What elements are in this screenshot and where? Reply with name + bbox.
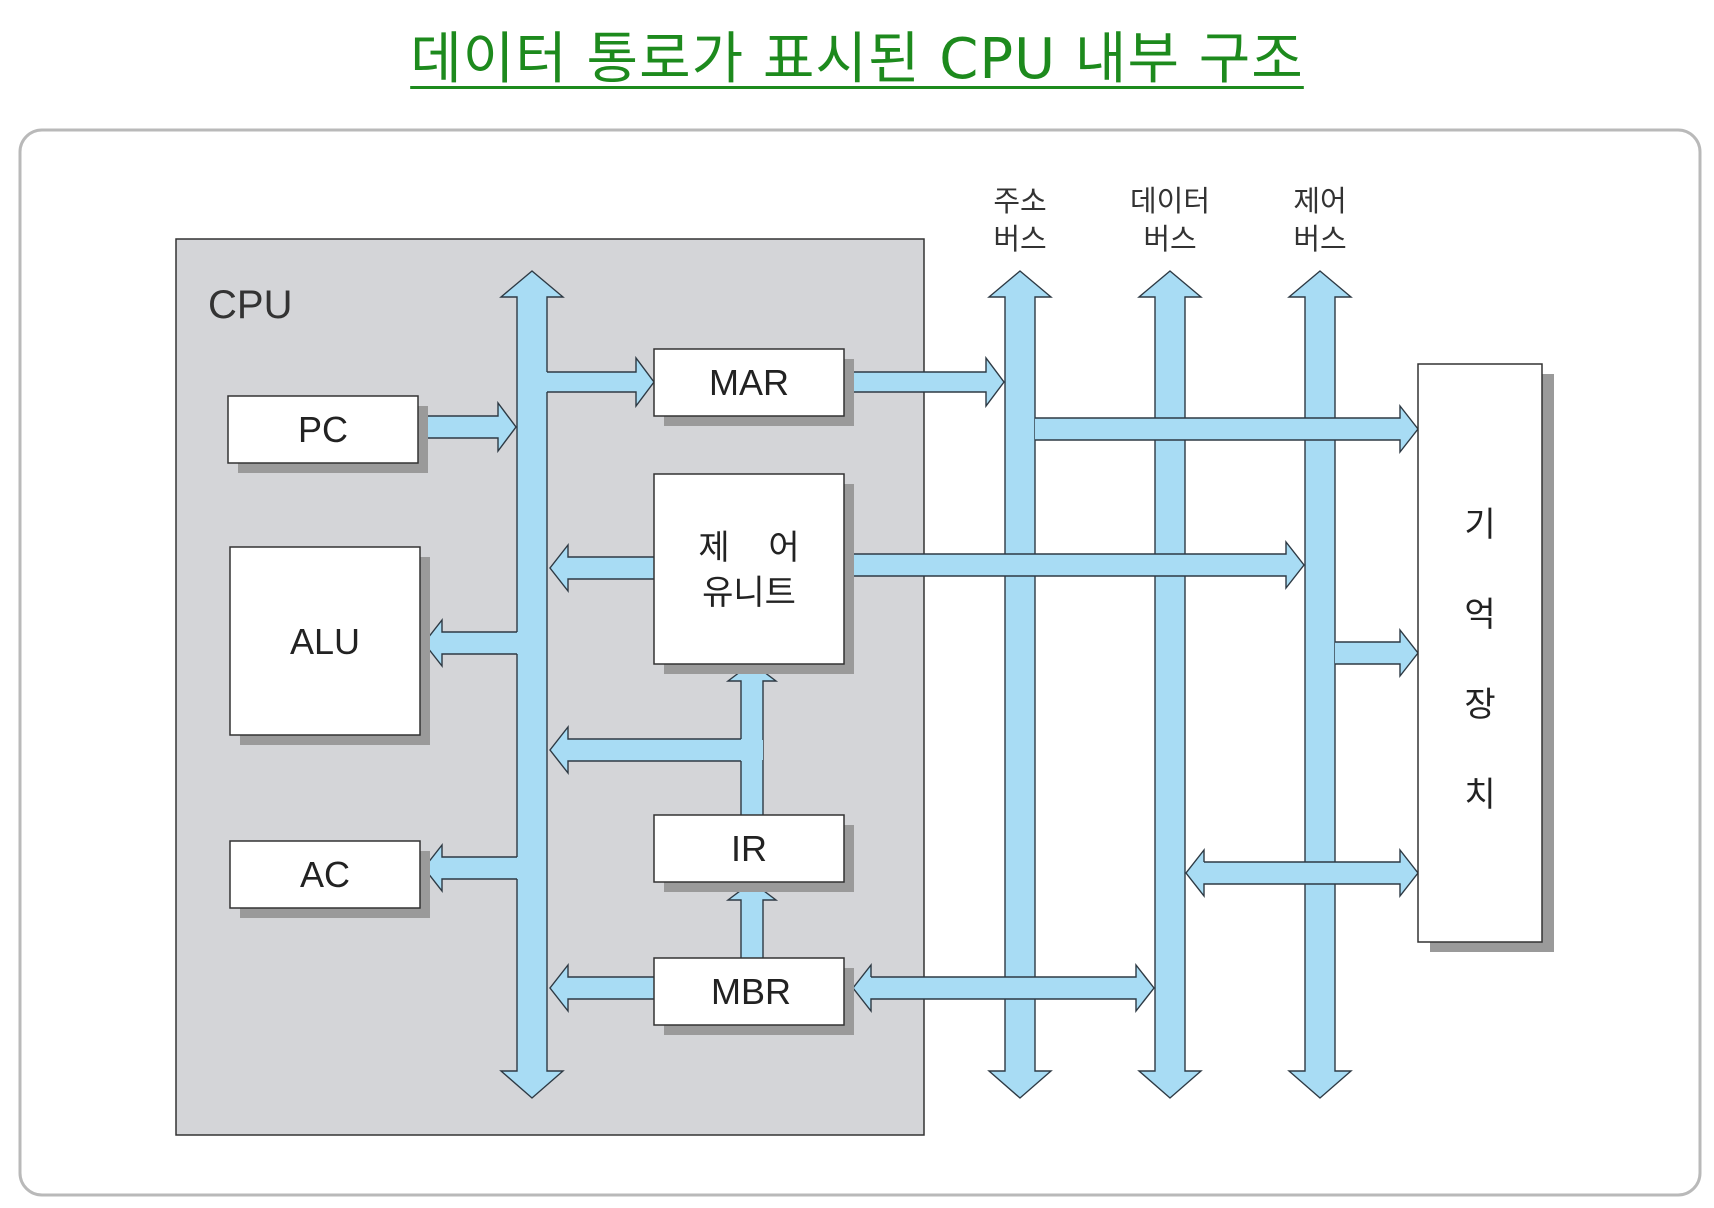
mar-to-address-bus-arrow [843,358,1004,406]
control-unit-label-1b: 어 [768,528,799,568]
pc-to-bus-arrow [417,400,517,454]
control-unit-to-control-bus-arrow [843,542,1304,588]
address-bus-arrow [987,270,1053,1099]
mbr-register [653,957,845,1026]
address-bus-to-memory-arrow [1035,406,1418,452]
mbr-label: MBR [711,971,791,1012]
data-bus-label-2: 버스 [1143,222,1196,256]
control-bus-label-1: 제어 [1293,184,1346,218]
address-bus-label-2: 버스 [993,222,1046,256]
ir-to-bus-arrow [550,727,742,773]
ir-label: IR [731,828,767,869]
bus-to-ac-arrow [424,845,518,891]
memory-unit [1417,363,1543,943]
control-bus-to-memory-arrow [1335,630,1418,676]
data-bus-label-1: 데이터 [1130,184,1210,218]
control-unit-label-2: 유니트 [702,573,796,613]
data-bus-arrow [1137,270,1203,1099]
ac-label: AC [300,854,350,895]
cpu-label: CPU [208,283,292,327]
control-bus-arrow [1287,270,1353,1099]
control-unit-label-1a: 제 [698,528,729,568]
alu-label: ALU [290,621,360,662]
pc-label: PC [298,409,348,450]
memory-char-2: 억 [1464,595,1495,635]
mbr-to-bus-arrow [550,965,654,1011]
bus-to-mar-arrow [546,358,654,406]
memory-char-4: 치 [1464,775,1495,815]
page-title: 데이터 통로가 표시된 CPU 내부 구조 [410,27,1304,92]
address-bus-label-1: 주소 [993,184,1046,218]
control-unit-to-bus-arrow [550,545,654,591]
ir-to-control-unit-arrow [728,663,776,815]
internal-bus-arrow [499,270,565,1099]
mbr-data-bus-arrow [853,965,1154,1011]
mar-label: MAR [709,362,789,403]
data-bus-memory-arrow [1186,850,1418,896]
control-unit [653,473,845,665]
mar-register [653,348,845,417]
pc-register [227,395,419,464]
mbr-to-ir-arrow [728,882,776,960]
control-bus-label-2: 버스 [1293,222,1346,256]
memory-char-3: 장 [1464,685,1495,725]
ir-register [653,814,845,883]
ac-register [229,840,421,909]
bus-to-alu-arrow [424,620,518,666]
alu-unit [229,546,421,736]
memory-char-1: 기 [1464,505,1495,545]
